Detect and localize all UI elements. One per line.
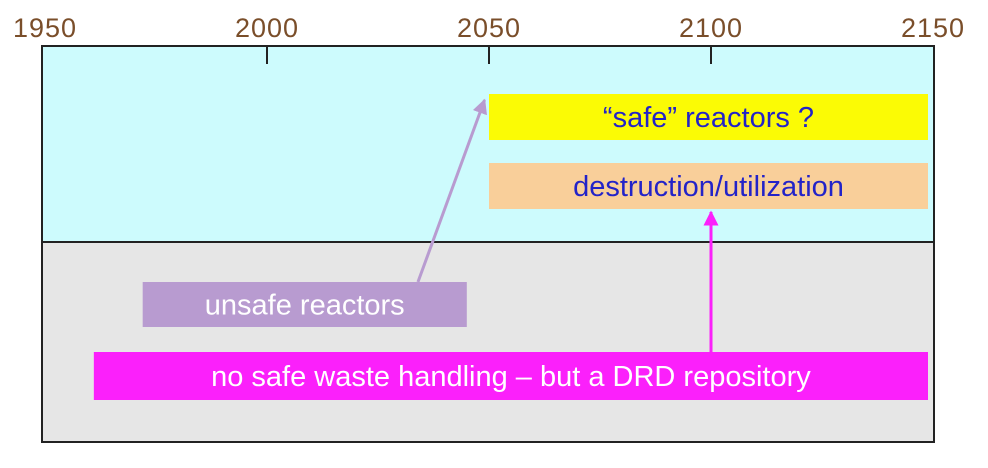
timeline-bars: “safe” reactors ? destruction/utilization… [93, 94, 929, 400]
tick-label-2000: 2000 [235, 13, 299, 43]
no-safe-waste-bar-fill [93, 352, 929, 400]
timeline-arrows [416, 98, 719, 352]
axis-ticks: 1950 2000 2050 2100 2150 [13, 13, 965, 64]
safe-reactors-bar-fill [489, 94, 928, 140]
tick-label-2100: 2100 [679, 13, 743, 43]
tick-label-1950: 1950 [13, 13, 77, 43]
unsafe-reactors-bar-fill [142, 282, 467, 327]
tick-label-2150: 2150 [901, 13, 965, 43]
safe-reactors-bar: “safe” reactors ? [489, 94, 928, 140]
lower-zone [42, 242, 934, 442]
destruction-utilization-bar: destruction/utilization [489, 163, 928, 209]
unsafe-reactors-label: unsafe reactors [205, 290, 405, 322]
safe-reactors-label: “safe” reactors ? [603, 102, 814, 134]
no-safe-waste-label: no safe waste handling – but a DRD repos… [211, 361, 811, 393]
unsafe-to-safe-arrow [416, 98, 487, 283]
tick-label-2050: 2050 [457, 13, 521, 43]
unsafe-reactors-bar: unsafe reactors [142, 282, 467, 327]
upper-zone [42, 46, 934, 242]
destruction-utilization-bar-fill [489, 163, 928, 209]
no-safe-waste-bar: no safe waste handling – but a DRD repos… [93, 352, 929, 400]
destruction-utilization-label: destruction/utilization [573, 171, 844, 203]
